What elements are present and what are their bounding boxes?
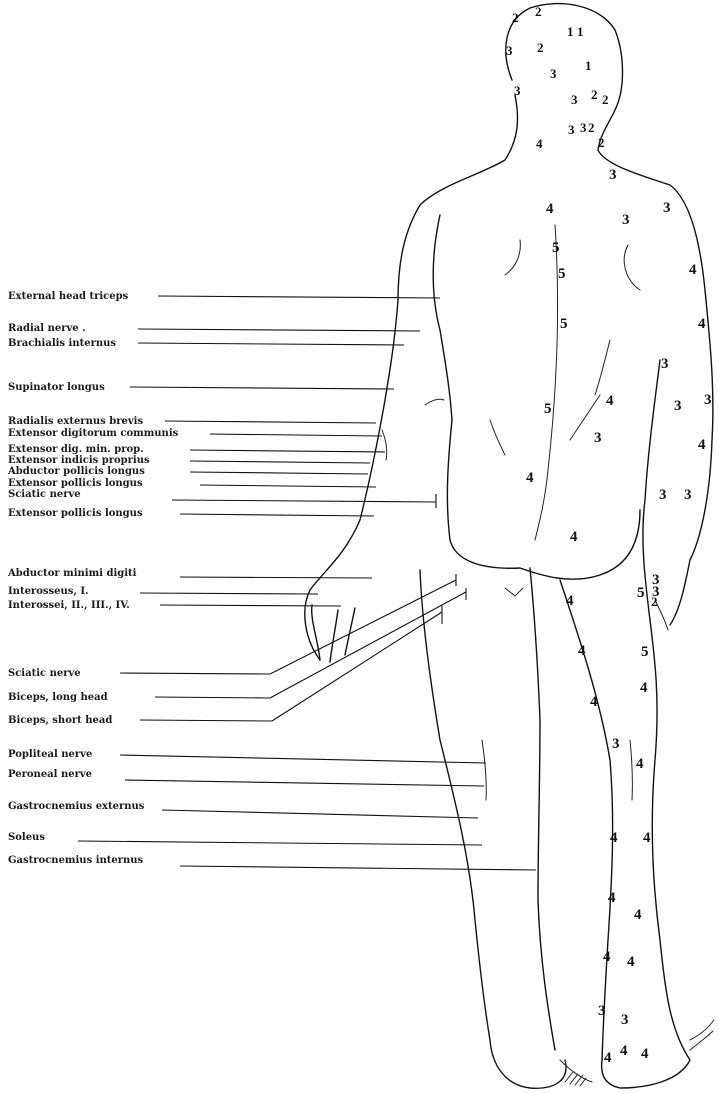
marker: 3: [550, 66, 557, 81]
marker: 4: [578, 643, 586, 659]
marker: 4: [608, 890, 616, 906]
label-biceps-long-head: Biceps, long head: [8, 692, 108, 703]
marker: 3: [514, 83, 521, 98]
marker: 3: [598, 1003, 606, 1019]
marker: 2: [588, 120, 595, 135]
label-gastrocnemius-externus: Gastrocnemius externus: [8, 801, 145, 812]
marker: 2: [512, 10, 519, 25]
marker: 4: [536, 136, 543, 151]
label-peroneal-nerve: Peroneal nerve: [8, 769, 92, 780]
marker: 4: [636, 756, 644, 772]
label-popliteal-nerve: Popliteal nerve: [8, 749, 92, 760]
marker: 4: [603, 949, 611, 965]
marker: 4: [643, 830, 651, 846]
marker: 3: [663, 200, 671, 216]
marker: 2: [591, 87, 598, 102]
marker: 4: [590, 694, 598, 710]
marker: 4: [698, 316, 706, 332]
marker: 4: [641, 1046, 649, 1062]
leader-lines: [78, 296, 536, 870]
marker: 2: [651, 594, 658, 609]
label-extensor-pollicis-longus-lower: Extensor pollicis longus: [8, 508, 143, 519]
marker: 5: [641, 644, 649, 660]
label-external-head-triceps: External head triceps: [8, 291, 129, 302]
marker: 5: [552, 240, 560, 256]
marker: 3: [659, 487, 667, 503]
marker: 3: [580, 120, 587, 135]
marker: 4: [634, 907, 642, 923]
label-extensor-dig-min-prop: Extensor dig. min. prop.: [8, 444, 144, 455]
marker: 4: [698, 437, 706, 453]
label-group: External head triceps Radial nerve . Bra…: [7, 291, 179, 866]
marker: 3: [571, 92, 578, 107]
label-abductor-pollicis-longus: Abductor pollicis longus: [7, 466, 145, 477]
marker: 3: [568, 122, 575, 137]
marker: 2: [535, 4, 542, 19]
marker: 4: [606, 393, 614, 409]
marker: 3: [704, 392, 712, 408]
label-brachialis-internus: Brachialis internus: [8, 338, 116, 349]
marker: 4: [620, 1043, 628, 1059]
label-sciatic-nerve-lower: Sciatic nerve: [8, 668, 81, 679]
label-abductor-minimi-digiti: Abductor minimi digiti: [7, 568, 137, 579]
marker: 4: [526, 470, 534, 486]
marker: 4: [546, 201, 554, 217]
label-interosseus-i: Interosseus, I.: [8, 586, 89, 597]
label-biceps-short-head: Biceps, short head: [8, 715, 112, 726]
marker: 2: [537, 40, 544, 55]
marker: 4: [689, 262, 697, 278]
marker: 1: [577, 24, 584, 39]
marker: 4: [604, 1050, 612, 1066]
marker-group: 2 2 1 1 3 2 3 3 1 3 2 2 3 2 4 3 2 3 3 4 …: [506, 4, 712, 1066]
marker: 3: [674, 398, 682, 414]
label-gastrocnemius-internus: Gastrocnemius internus: [8, 855, 144, 866]
marker: 5: [560, 316, 568, 332]
marker: 3: [622, 212, 630, 228]
label-extensor-pollicis-longus-upper: Extensor pollicis longus: [8, 478, 143, 489]
marker: 3: [609, 167, 617, 183]
marker: 3: [506, 43, 513, 58]
marker: 3: [612, 736, 620, 752]
marker: 1: [585, 58, 592, 73]
marker: 3: [621, 1012, 629, 1028]
marker: 2: [602, 92, 609, 107]
marker: 1: [567, 24, 574, 39]
muscle-details: [382, 225, 714, 1082]
marker: 4: [627, 954, 635, 970]
marker: 4: [640, 680, 648, 696]
label-extensor-indicis-proprius: Extensor indicis proprius: [8, 455, 150, 466]
label-radial-nerve: Radial nerve .: [8, 323, 86, 334]
marker: 5: [637, 585, 645, 601]
marker: 4: [570, 529, 578, 545]
label-sciatic-nerve-upper: Sciatic nerve: [8, 489, 81, 500]
marker: 4: [566, 593, 574, 609]
label-extensor-digitorum-communis: Extensor digitorum communis: [8, 428, 179, 439]
marker: 3: [684, 487, 692, 503]
marker: 5: [558, 266, 566, 282]
marker: 3: [661, 356, 669, 372]
label-soleus: Soleus: [8, 832, 45, 843]
label-radialis-externus-brevis: Radialis externus brevis: [8, 416, 143, 427]
body-outline: [305, 4, 713, 1089]
marker: 3: [594, 430, 602, 446]
marker: 5: [544, 401, 552, 417]
label-interossei-ii-iii-iv: Interossei, II., III., IV.: [8, 600, 130, 611]
marker: 4: [610, 830, 618, 846]
label-supinator-longus: Supinator longus: [8, 382, 105, 393]
marker: 2: [598, 135, 605, 150]
